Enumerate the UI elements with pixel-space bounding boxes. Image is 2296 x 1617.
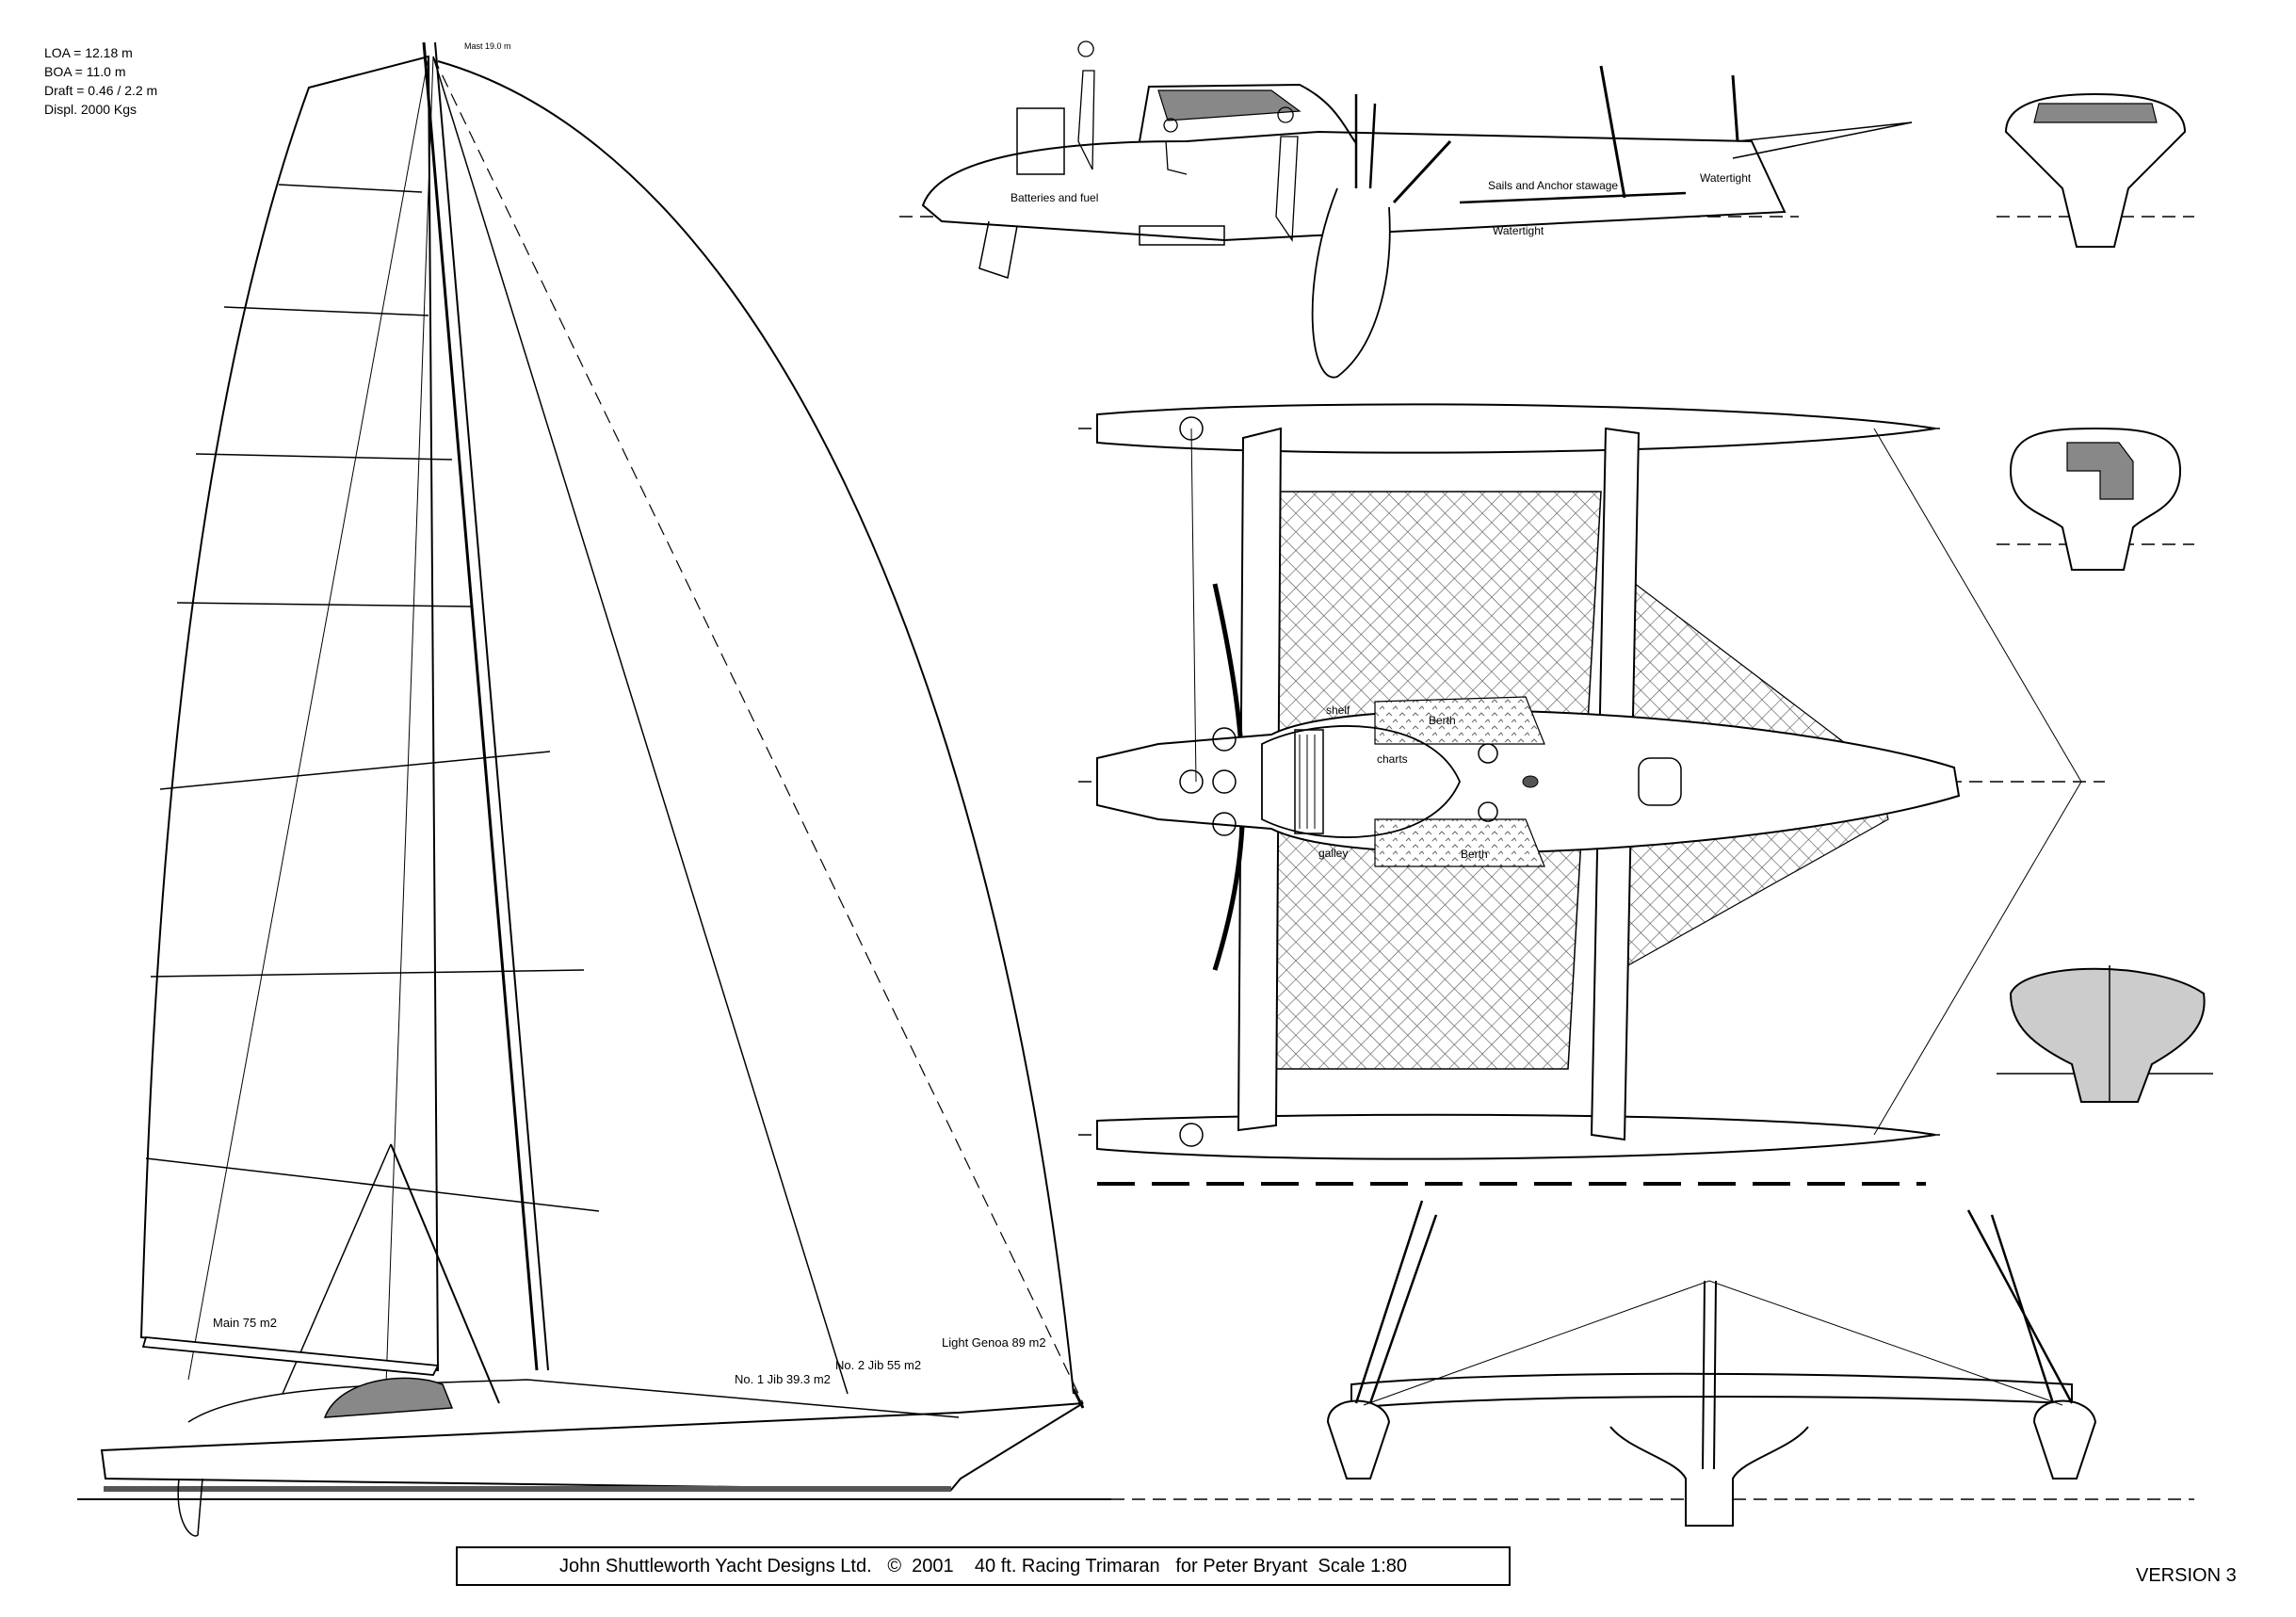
version-label: VERSION 3 [2136, 1565, 2237, 1586]
sail-plan [77, 41, 1111, 1537]
label-charts: charts [1377, 752, 1408, 766]
label-sails-anchor: Sails and Anchor stawage [1488, 179, 1618, 192]
mast [422, 41, 539, 1371]
bow-view [1111, 1200, 2194, 1527]
side-profile: Batteries and fuel Sails and Anchor staw… [899, 40, 1913, 379]
label-jib1: No. 1 Jib 39.3 m2 [735, 1372, 831, 1386]
spec-boa: BOA = 11.0 m [44, 64, 126, 79]
spec-loa: LOA = 12.18 m [44, 45, 133, 60]
label-shelf: shelf [1326, 703, 1350, 717]
spec-draft: Draft = 0.46 / 2.2 m [44, 83, 158, 98]
label-watertight-bow: Watertight [1700, 171, 1752, 185]
label-berth-upper: Berth [1429, 714, 1456, 727]
label-jib2: No. 2 Jib 55 m2 [835, 1358, 921, 1372]
mainsail [139, 55, 440, 1372]
label-genoa: Light Genoa 89 m2 [942, 1335, 1046, 1350]
label-watertight-keel: Watertight [1493, 224, 1544, 237]
section-views [1997, 92, 2213, 1103]
label-galley: galley [1318, 847, 1348, 860]
genoa [437, 60, 1075, 1395]
hull-profile [100, 1402, 1084, 1492]
label-mast: Mast 19.0 m [464, 41, 511, 51]
spec-displ: Displ. 2000 Kgs [44, 102, 137, 117]
label-batteries: Batteries and fuel [1011, 191, 1098, 204]
deck-plan: shelf charts Berth Berth galley [1078, 403, 2105, 1186]
title-block: John Shuttleworth Yacht Designs Ltd. © 2… [456, 1546, 1511, 1586]
label-berth-lower: Berth [1461, 848, 1488, 861]
label-main: Main 75 m2 [213, 1316, 277, 1330]
